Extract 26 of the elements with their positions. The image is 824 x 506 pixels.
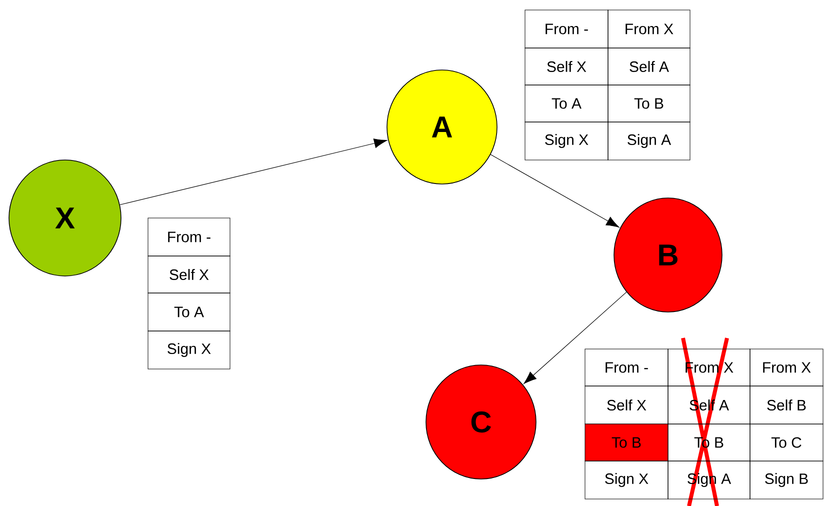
table-cell: To C [750, 424, 824, 462]
arrow [524, 292, 627, 384]
table-cell: Self X [524, 48, 608, 86]
table-cell: From - [524, 10, 608, 48]
table-cell: From X [608, 10, 690, 48]
table-cell: Self B [750, 386, 824, 424]
table-cell: Sign X [524, 122, 608, 160]
table-cell: To B [608, 84, 690, 122]
table-cell: Sign B [750, 460, 824, 500]
circle-node: B [614, 198, 722, 312]
table-cell: To A [148, 292, 230, 332]
table-cell: To B [584, 424, 668, 462]
table-cell: From - [148, 218, 230, 256]
table-cell: From - [584, 348, 668, 386]
table-cell: Self A [608, 48, 690, 86]
table-cell: Sign A [608, 122, 690, 160]
table-cell: Self X [148, 256, 230, 294]
arrow [490, 154, 620, 228]
circle-node: X [8, 160, 122, 276]
arrow [120, 138, 388, 206]
table-cell: From X [750, 348, 824, 386]
circle-node: C [426, 364, 536, 480]
table-cell: Sign X [584, 460, 668, 500]
table-cell: To A [524, 84, 608, 122]
table-cell: Sign X [148, 330, 230, 370]
circle-node: A [386, 70, 498, 184]
